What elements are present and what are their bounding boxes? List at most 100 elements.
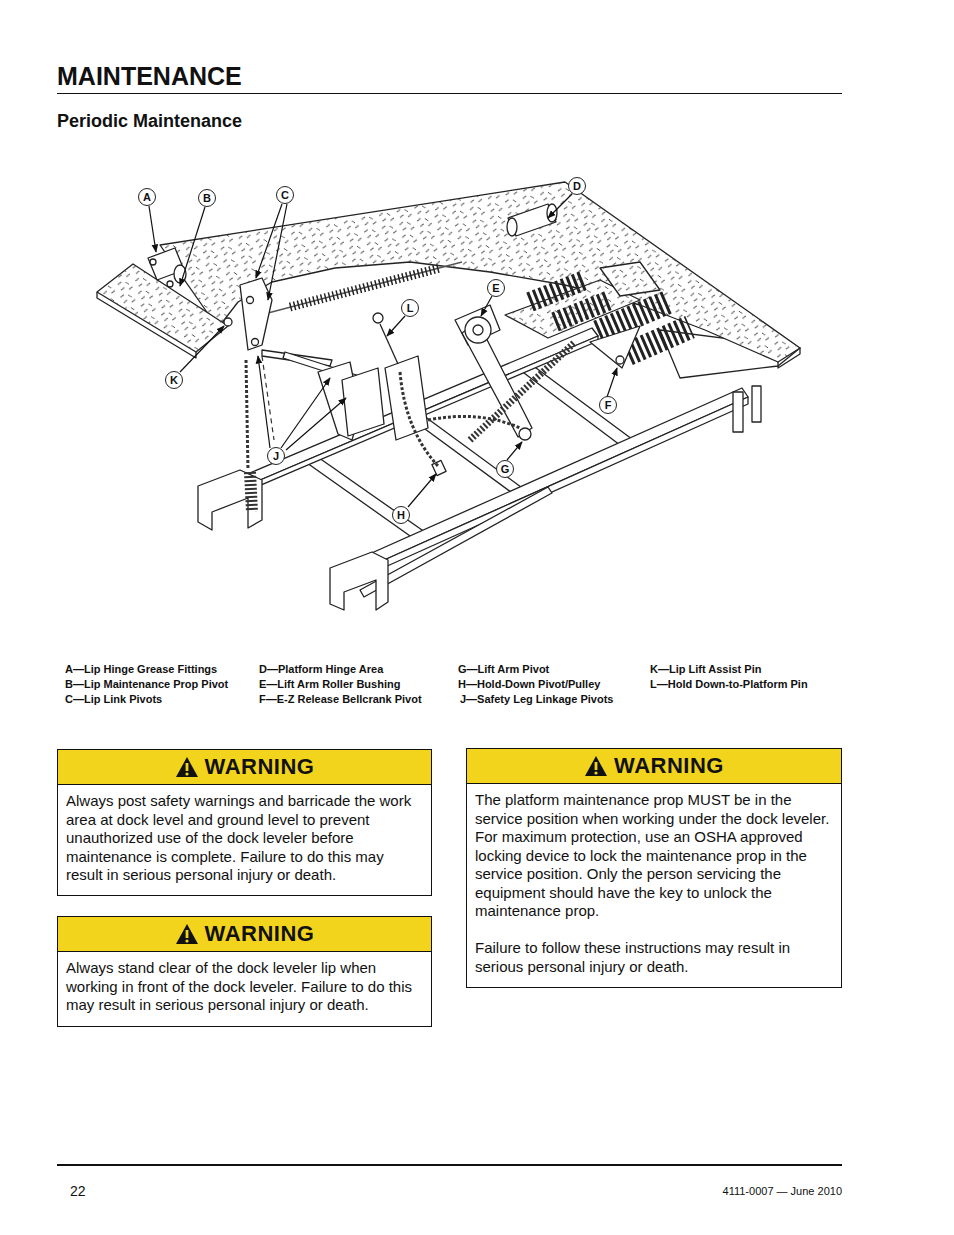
illustration-part bbox=[408, 474, 436, 507]
illustration-part bbox=[167, 281, 173, 287]
warning-body: Always post safety warnings and barricad… bbox=[58, 785, 431, 894]
callout-letter: F bbox=[605, 399, 612, 411]
warning-icon bbox=[584, 755, 608, 777]
illustration-part bbox=[247, 297, 254, 304]
callout-circle: E bbox=[487, 279, 505, 297]
warning-header: WARNING bbox=[58, 750, 431, 785]
illustration-part bbox=[373, 313, 383, 323]
callout-circle: B bbox=[198, 189, 216, 207]
warning-box: WARNING Always post safety warnings and b… bbox=[57, 749, 432, 896]
illustration-part bbox=[752, 386, 761, 422]
illustration-part bbox=[733, 392, 743, 432]
illustration-part bbox=[465, 317, 491, 343]
callout-circle: L bbox=[401, 299, 419, 317]
section-heading: Periodic Maintenance bbox=[57, 110, 242, 133]
illustration-part bbox=[205, 328, 598, 501]
key-entry: G—Lift Arm Pivot bbox=[458, 662, 549, 676]
callout-circle: H bbox=[392, 506, 410, 524]
warning-triangle bbox=[176, 757, 198, 777]
illustration-part bbox=[519, 428, 531, 440]
illustration-part bbox=[507, 442, 522, 460]
warning-header: WARNING bbox=[467, 749, 841, 784]
illustration-part bbox=[428, 416, 520, 428]
footer-rule bbox=[57, 1164, 842, 1166]
illustration-part bbox=[281, 378, 330, 448]
warning-body: Always stand clear of the dock leveler l… bbox=[58, 952, 431, 1024]
key-entry: C—Lip Link Pivots bbox=[65, 692, 162, 706]
warning-heading: WARNING bbox=[614, 753, 724, 779]
callout-letter: D bbox=[573, 180, 581, 192]
warning-icon bbox=[175, 756, 199, 778]
key-entry: E—Lift Arm Roller Bushing bbox=[259, 677, 400, 691]
illustration-part bbox=[180, 207, 205, 286]
callout-letter: H bbox=[397, 509, 405, 521]
illustration-part bbox=[547, 204, 557, 222]
illustration-part bbox=[548, 194, 572, 218]
illustration-part bbox=[258, 356, 270, 448]
illustration-part bbox=[360, 487, 552, 597]
illustration-part bbox=[600, 262, 660, 296]
illustration-part bbox=[290, 268, 440, 307]
illustration-part bbox=[224, 278, 640, 476]
warning-dot bbox=[594, 771, 597, 774]
illustration-part bbox=[246, 360, 248, 470]
illustration-part bbox=[252, 339, 259, 346]
illustration-part bbox=[473, 325, 483, 335]
illustration-part bbox=[607, 368, 617, 397]
warning-triangle bbox=[176, 924, 198, 944]
illustration-part bbox=[380, 324, 398, 364]
key-entry: J—Safety Leg Linkage Pivots bbox=[460, 692, 613, 706]
illustration-part bbox=[97, 292, 196, 358]
key-entry: H—Hold-Down Pivot/Pulley bbox=[458, 677, 600, 691]
warning-icon bbox=[175, 923, 199, 945]
illustration-part bbox=[507, 218, 517, 236]
illustration-part bbox=[387, 316, 405, 336]
key-entry: F—E-Z Release Bellcrank Pivot bbox=[259, 692, 422, 706]
callout-circle: F bbox=[599, 396, 617, 414]
illustration-part bbox=[198, 470, 262, 530]
illustration-part bbox=[455, 305, 500, 345]
illustration-part bbox=[600, 262, 660, 296]
illustration-part bbox=[224, 318, 232, 326]
page-heading: MAINTENANCE bbox=[57, 62, 242, 91]
illustration-part bbox=[400, 372, 438, 466]
illustration-part bbox=[286, 398, 346, 450]
callout-circle: A bbox=[138, 188, 156, 206]
illustration-part bbox=[330, 552, 388, 610]
callout-letter: E bbox=[492, 282, 499, 294]
warning-heading: WARNING bbox=[205, 921, 315, 947]
illustration-part bbox=[149, 206, 156, 252]
illustration-part bbox=[268, 204, 287, 300]
illustration-part bbox=[240, 278, 272, 350]
illustration-part bbox=[508, 204, 556, 236]
warning-box: WARNING The platform maintenance prop MUS… bbox=[466, 748, 842, 988]
illustration-part bbox=[778, 348, 800, 368]
document-number: 4111-0007 — June 2010 bbox=[723, 1184, 842, 1198]
illustration-part bbox=[160, 182, 800, 362]
key-entry: B—Lip Maintenance Prop Pivot bbox=[65, 677, 228, 691]
callout-circle: G bbox=[496, 460, 514, 478]
callout-letter: A bbox=[143, 191, 151, 203]
warning-dot bbox=[185, 772, 188, 775]
illustration-part bbox=[268, 262, 462, 313]
callout-circle: K bbox=[165, 371, 183, 389]
callout-letter: L bbox=[407, 302, 414, 314]
warning-text: Always post safety warnings and barricad… bbox=[66, 792, 423, 885]
illustration-part bbox=[598, 302, 668, 332]
illustration-part bbox=[530, 280, 585, 302]
illustration-part bbox=[150, 259, 156, 265]
illustration-part bbox=[616, 356, 624, 364]
warning-heading: WARNING bbox=[205, 754, 315, 780]
illustration-part bbox=[149, 194, 617, 507]
callout-circle: C bbox=[276, 186, 294, 204]
illustration-part bbox=[481, 296, 492, 316]
heading-rule bbox=[57, 93, 842, 94]
warning-text: The platform maintenance prop MUST be in… bbox=[475, 791, 833, 921]
key-entry: L—Hold Down-to-Platform Pin bbox=[650, 677, 808, 691]
illustration-part bbox=[246, 342, 575, 512]
key-entry: D—Platform Hinge Area bbox=[259, 662, 383, 676]
illustration-part bbox=[385, 356, 428, 440]
key-entry: A—Lip Hinge Grease Fittings bbox=[65, 662, 217, 676]
